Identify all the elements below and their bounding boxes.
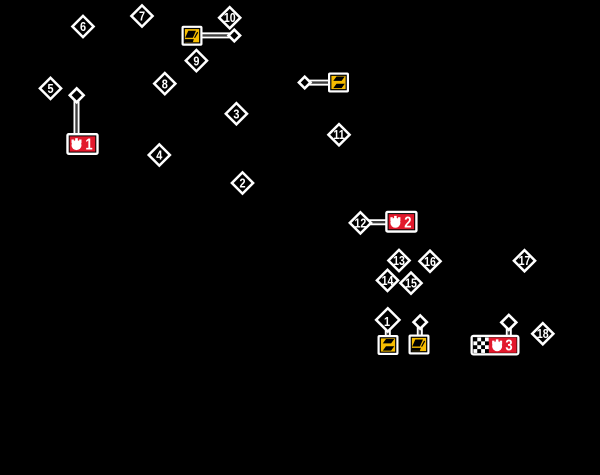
svg-text:5: 5 (47, 81, 53, 96)
svg-text:16: 16 (424, 255, 436, 269)
svg-text:2: 2 (239, 176, 245, 191)
svg-text:6: 6 (80, 19, 86, 34)
svg-text:11: 11 (333, 128, 345, 142)
svg-text:12: 12 (355, 217, 367, 231)
svg-text:3: 3 (505, 338, 512, 355)
svg-text:17: 17 (519, 254, 531, 268)
svg-text:2: 2 (404, 214, 411, 231)
svg-text:10: 10 (224, 11, 236, 25)
svg-text:15: 15 (405, 277, 417, 291)
svg-text:8: 8 (162, 76, 168, 91)
svg-text:7: 7 (139, 9, 145, 24)
svg-text:14: 14 (382, 274, 394, 288)
svg-text:18: 18 (537, 327, 549, 341)
svg-text:1: 1 (85, 137, 92, 154)
svg-text:3: 3 (233, 106, 239, 121)
svg-text:13: 13 (393, 254, 405, 268)
svg-text:4: 4 (156, 148, 162, 163)
svg-text:9: 9 (193, 53, 199, 68)
svg-text:1: 1 (384, 314, 390, 329)
